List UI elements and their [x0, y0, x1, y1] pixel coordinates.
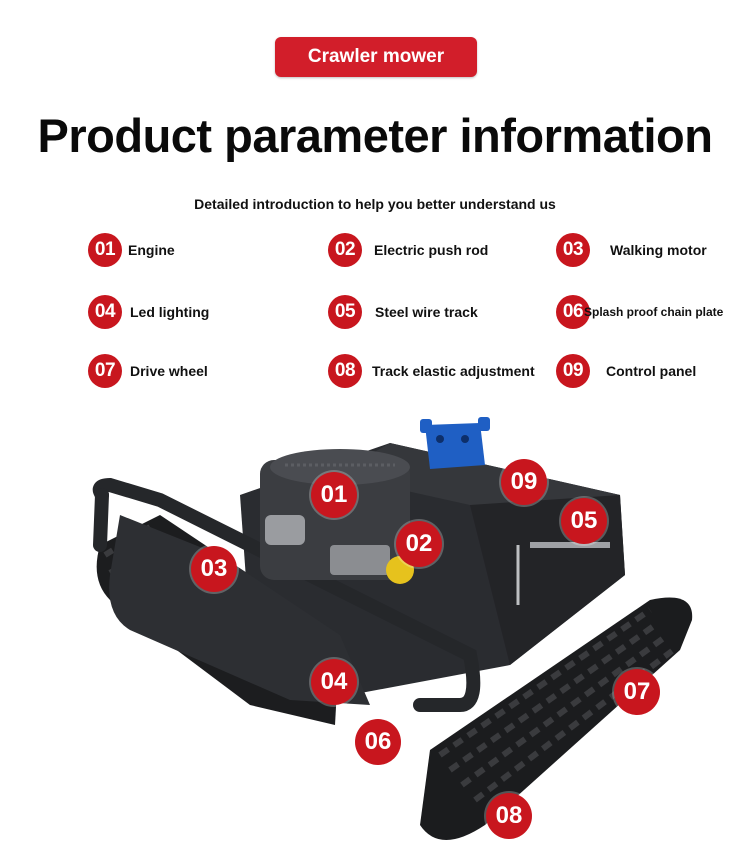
remote-control-shape — [420, 417, 490, 469]
param-number: 01 — [88, 233, 122, 267]
engine-shape — [260, 449, 410, 580]
param-label: Walking motor — [610, 242, 707, 258]
param-item-control-panel: 09 Control panel — [556, 354, 696, 388]
param-label: Splash proof chain plate — [584, 305, 724, 319]
param-label: Led lighting — [130, 304, 210, 320]
photo-marker-07: 07 — [614, 669, 660, 715]
param-item-splash-proof-chain-plate: 06 Splash proof chain plate — [556, 295, 723, 329]
page-title: Product parameter information — [37, 109, 713, 162]
param-number: 04 — [88, 295, 122, 329]
crawler-mower-illustration — [92, 417, 693, 840]
param-label: Drive wheel — [130, 363, 208, 379]
photo-marker-09: 09 — [501, 459, 547, 505]
front-bumper-shape — [92, 477, 481, 712]
param-number: 07 — [88, 354, 122, 388]
param-item-engine: 01 Engine — [88, 233, 175, 267]
param-item-steel-wire-track: 05 Steel wire track — [328, 295, 478, 329]
photo-marker-05: 05 — [561, 498, 607, 544]
param-label: Control panel — [606, 363, 697, 379]
param-number: 05 — [328, 295, 362, 329]
page-subtitle: Detailed introduction to help you better… — [194, 196, 556, 212]
category-badge: Crawler mower — [275, 37, 477, 77]
param-item-led-lighting: 04 Led lighting — [88, 295, 209, 329]
photo-marker-06: 06 — [355, 719, 401, 765]
param-item-walking-motor: 03 Walking motor — [556, 233, 707, 267]
param-item-electric-push-rod: 02 Electric push rod — [328, 233, 488, 267]
photo-marker-01: 01 — [311, 472, 357, 518]
photo-marker-02: 02 — [396, 521, 442, 567]
photo-marker-08: 08 — [486, 793, 532, 839]
param-label: Steel wire track — [375, 304, 478, 320]
param-number: 09 — [556, 354, 590, 388]
photo-marker-03: 03 — [191, 546, 237, 592]
param-number: 03 — [556, 233, 590, 267]
param-number: 06 — [556, 295, 590, 329]
product-photo — [90, 405, 710, 860]
param-number: 02 — [328, 233, 362, 267]
param-item-drive-wheel: 07 Drive wheel — [88, 354, 208, 388]
photo-marker-04: 04 — [311, 659, 357, 705]
param-label: Engine — [128, 242, 175, 258]
param-item-track-elastic-adjustment: 08 Track elastic adjustment — [328, 354, 535, 388]
param-label: Track elastic adjustment — [372, 363, 535, 379]
param-number: 08 — [328, 354, 362, 388]
right-track-shape — [420, 597, 693, 840]
param-label: Electric push rod — [374, 242, 489, 258]
